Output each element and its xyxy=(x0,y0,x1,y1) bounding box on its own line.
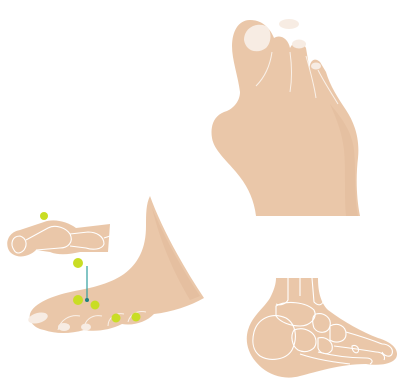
marker-point-2 xyxy=(73,258,83,268)
foot-bones-illustration xyxy=(247,278,397,378)
fourth-toe-nail xyxy=(311,63,321,70)
marker-point-1 xyxy=(40,212,48,220)
leader-line-end-dot xyxy=(85,298,89,302)
third-toe-nail xyxy=(292,40,306,49)
foot-top-view-illustration xyxy=(212,19,361,216)
marker-point-4 xyxy=(91,301,100,310)
foot-bones-skin xyxy=(247,278,397,378)
marker-point-6 xyxy=(132,313,141,322)
marker-point-5 xyxy=(112,314,121,323)
second-toe-nail xyxy=(279,19,299,29)
side-toe-nail-3 xyxy=(81,324,91,331)
marker-point-3 xyxy=(73,295,83,305)
side-toe-nail-2 xyxy=(58,323,70,331)
foot-side-view-illustration xyxy=(7,196,204,333)
